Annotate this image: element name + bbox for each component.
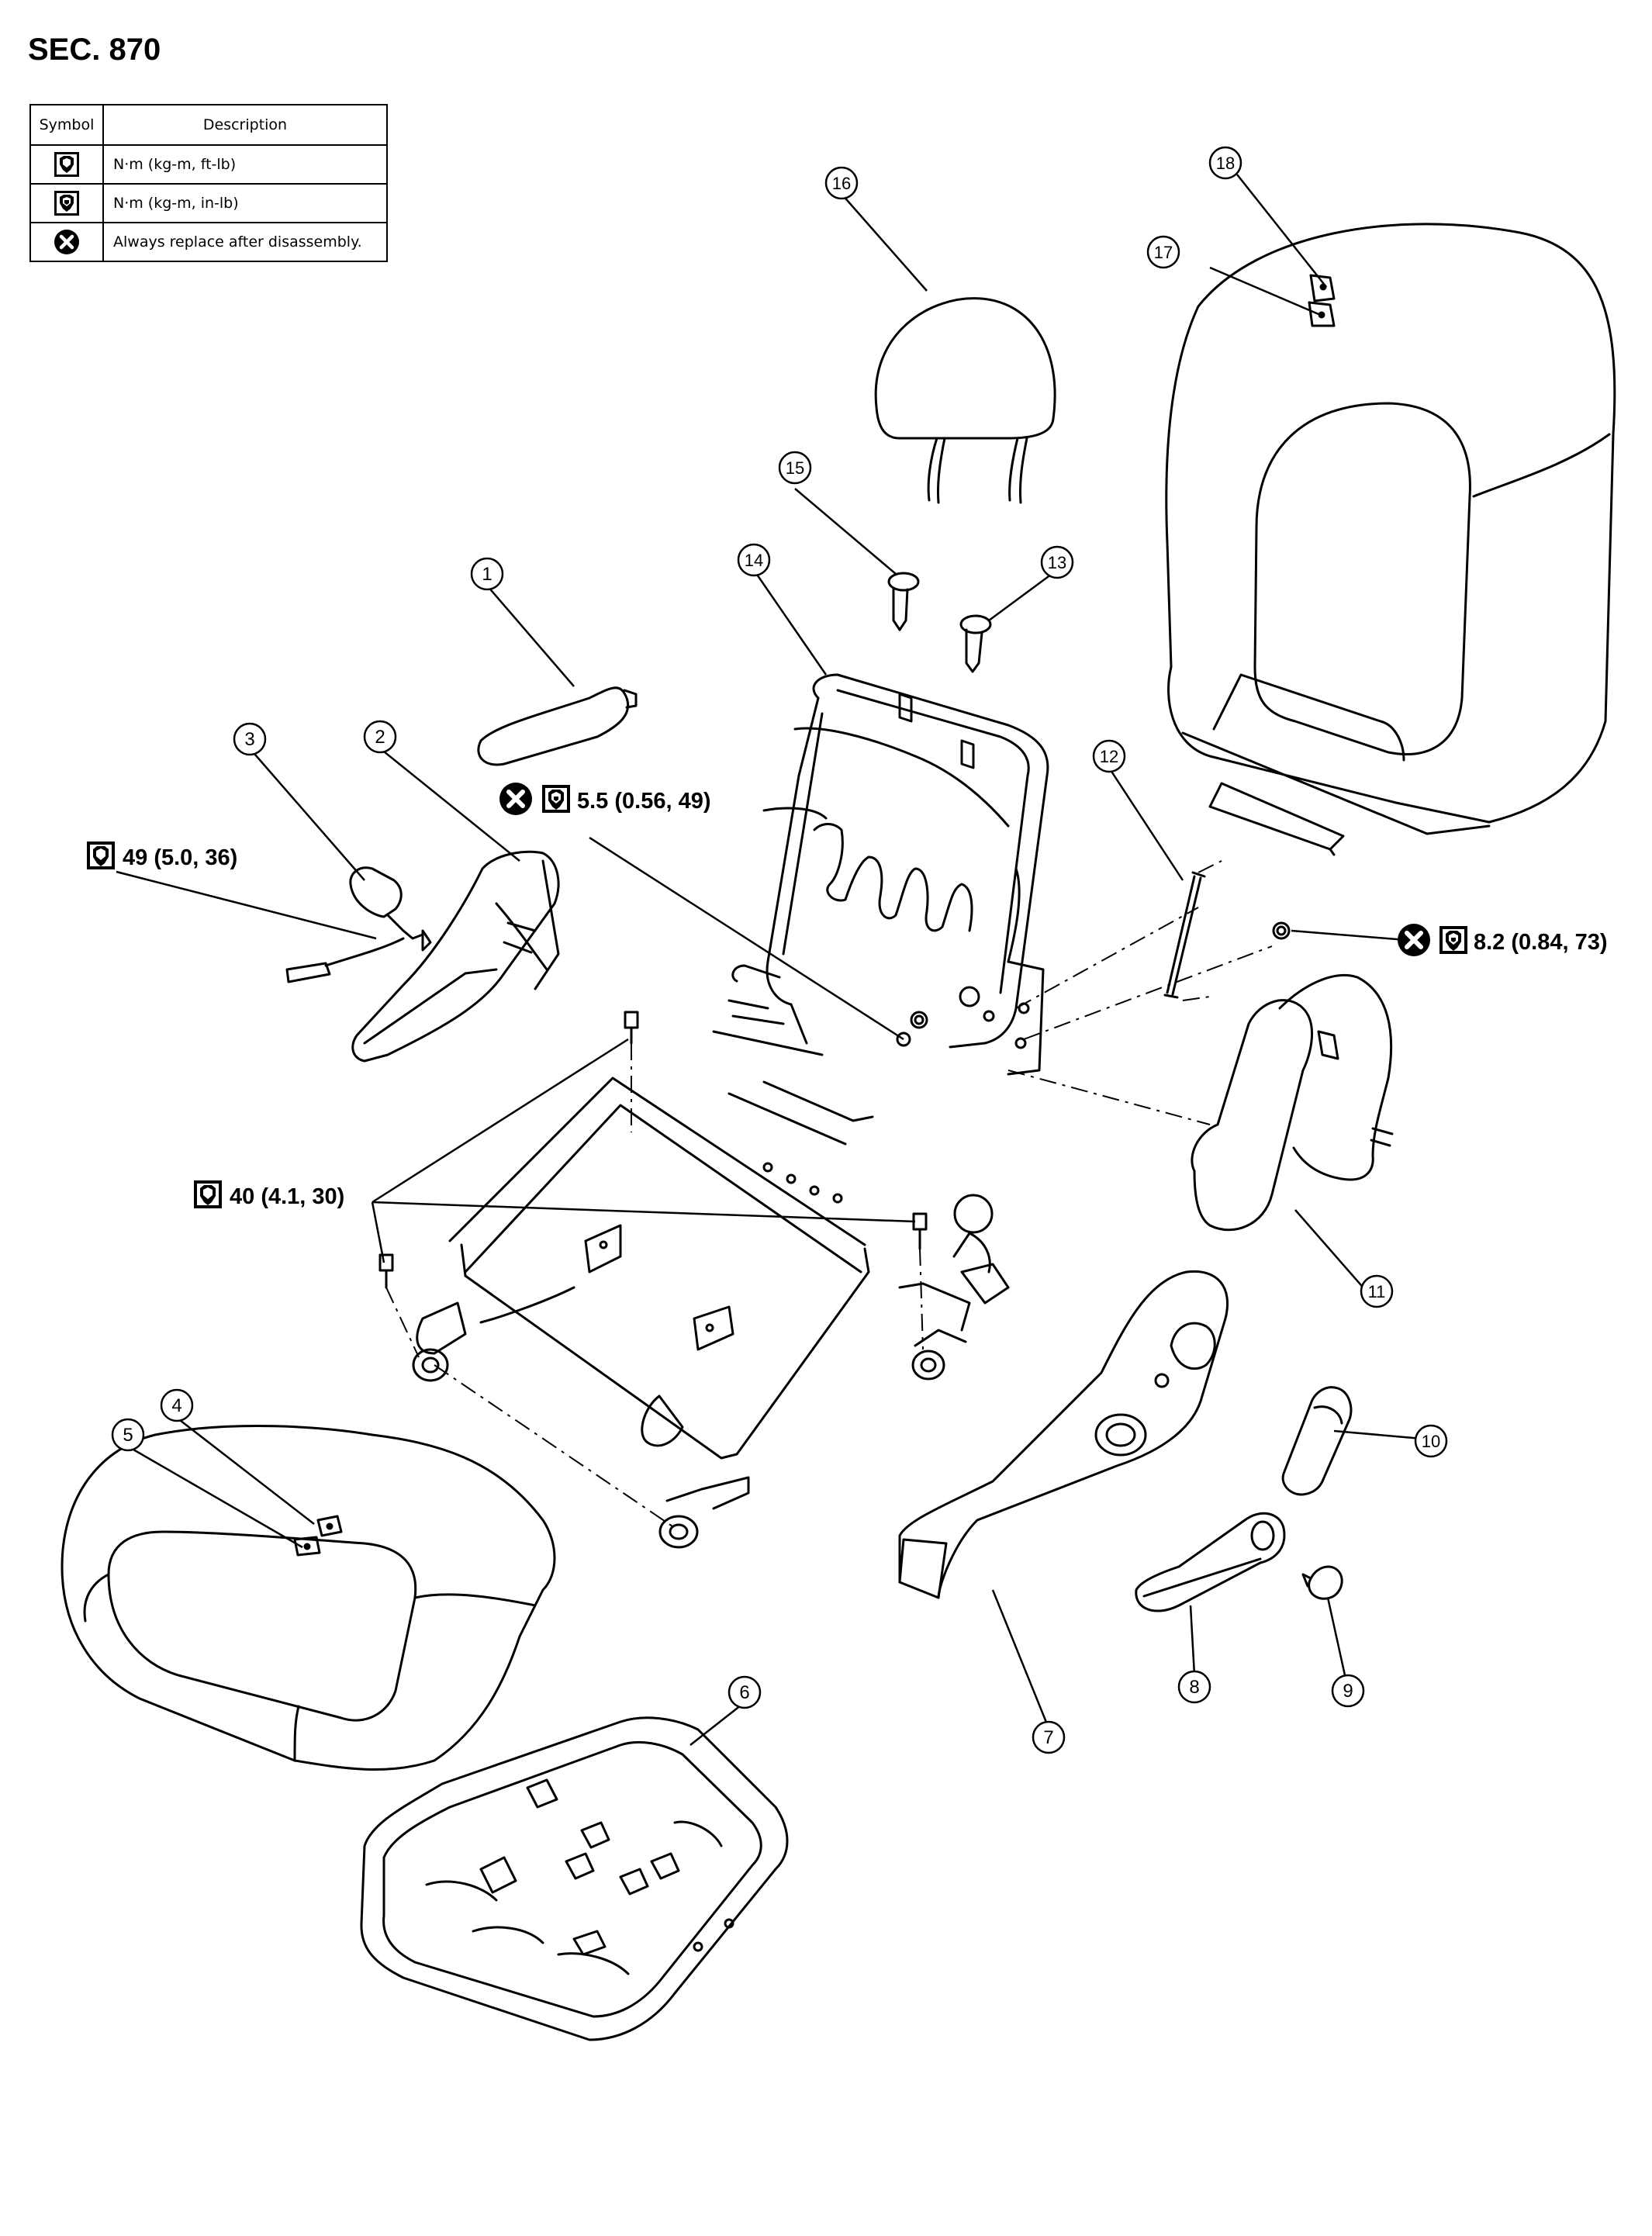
torque-value: 49 (5.0, 36) — [123, 845, 237, 870]
side-shield-part-2 — [351, 850, 560, 1063]
headrest-guide-parts — [887, 572, 992, 673]
callout-label: 6 — [739, 1682, 749, 1703]
legend-row: N·m (kg-m, ft-lb) — [29, 144, 388, 185]
bolts-and-nuts — [378, 921, 1291, 1289]
callout-label: 16 — [832, 174, 851, 193]
side-cushion-part-11 — [1191, 973, 1394, 1232]
always-replace-icon — [54, 230, 79, 254]
seat-pad-part-6 — [360, 1716, 789, 2041]
clip-part-9 — [1301, 1565, 1343, 1600]
torque-spec-seatbelt-bolt: 49 (5.0, 36) — [87, 842, 237, 870]
headrest-part — [874, 297, 1056, 504]
callout-circle — [1414, 1424, 1448, 1458]
callout-label: 9 — [1343, 1681, 1353, 1702]
callout-label: 18 — [1216, 154, 1235, 173]
callout-circle — [1208, 146, 1242, 180]
torque-wrench-icon — [194, 1180, 222, 1208]
legend-description: N·m (kg-m, in-lb) — [102, 183, 388, 223]
side-trim-part-7 — [898, 1270, 1229, 1599]
always-replace-icon — [1398, 924, 1430, 956]
leader-lines — [116, 174, 1432, 1746]
callout-label: 2 — [375, 727, 385, 748]
legend-header-row: Symbol Description — [29, 104, 388, 146]
callout-circle — [1040, 545, 1074, 579]
torque-spec-seatback-nut: 5.5 (0.56, 49) — [499, 783, 711, 815]
always-replace-icon — [499, 783, 532, 815]
callout-circle — [728, 1675, 762, 1709]
torque-wrench-icon — [87, 842, 115, 869]
seat-cushion-frame — [412, 1077, 1010, 1549]
section-title: SEC. 870 — [28, 33, 161, 67]
torque-value: 5.5 (0.56, 49) — [577, 789, 711, 814]
legend-description: N·m (kg-m, ft-lb) — [102, 144, 388, 185]
torque-wrench-filled-icon — [1439, 926, 1467, 954]
callout-label: 14 — [745, 551, 763, 570]
callout-label: 13 — [1048, 553, 1066, 572]
callout-label: 5 — [123, 1425, 133, 1446]
callout-label: 8 — [1189, 1677, 1199, 1698]
spring-part-12 — [1163, 871, 1206, 999]
torque-spec-frame-bolts: 40 (4.1, 30) — [194, 1180, 344, 1209]
torque-wrench-filled-icon — [542, 785, 570, 813]
handle-part-10 — [1281, 1386, 1353, 1496]
torque-spec-side-nut: 8.2 (0.84, 73) — [1398, 924, 1608, 956]
legend-row: N·m (kg-m, in-lb) — [29, 183, 388, 223]
legend-row: Always replace after disassembly. — [29, 222, 388, 262]
callout-label: 4 — [171, 1395, 181, 1416]
callout-label: 11 — [1368, 1282, 1386, 1301]
callout-label: 17 — [1154, 243, 1173, 262]
callout-label: 10 — [1422, 1432, 1440, 1451]
callout-circle — [470, 557, 504, 591]
callout-circle — [1032, 1720, 1066, 1754]
callout-circle — [363, 720, 397, 754]
callout-circle — [160, 1388, 194, 1422]
cover-part-1 — [477, 686, 638, 766]
torque-value: 8.2 (0.84, 73) — [1474, 930, 1608, 955]
legend-header-description: Description — [102, 104, 388, 146]
torque-wrench-filled-icon — [54, 191, 79, 216]
seatback-frame-part-14 — [712, 673, 1049, 1076]
lever-part-8 — [1135, 1512, 1286, 1612]
callout-label: 15 — [786, 458, 804, 478]
callout-label: 1 — [482, 564, 492, 585]
callout-circle — [824, 166, 859, 200]
legend-header-symbol: Symbol — [29, 104, 104, 146]
symbol-legend-table: Symbol Description N·m (kg-m, ft-lb) N·m… — [29, 104, 388, 262]
callout-label: 12 — [1100, 747, 1118, 766]
callout-circle — [737, 543, 771, 577]
torque-wrench-icon — [54, 152, 79, 177]
callout-circle — [1092, 739, 1126, 773]
callout-circle — [1360, 1274, 1394, 1308]
callout-circle — [1146, 235, 1180, 269]
callout-circle — [1177, 1670, 1211, 1704]
callout-circle — [111, 1418, 145, 1452]
callout-label: 7 — [1043, 1727, 1053, 1748]
assembly-lines — [385, 860, 1273, 1529]
seatback-trim-part — [1165, 223, 1616, 856]
callout-circle — [233, 722, 267, 756]
callout-label: 3 — [244, 729, 254, 750]
callout-circle — [778, 451, 812, 485]
legend-description: Always replace after disassembly. — [102, 222, 388, 262]
seat-cushion-trim-part — [60, 1424, 556, 1771]
seatbelt-buckle-part-3 — [285, 866, 432, 983]
torque-value: 40 (4.1, 30) — [230, 1184, 344, 1209]
callout-circle — [1331, 1674, 1365, 1708]
